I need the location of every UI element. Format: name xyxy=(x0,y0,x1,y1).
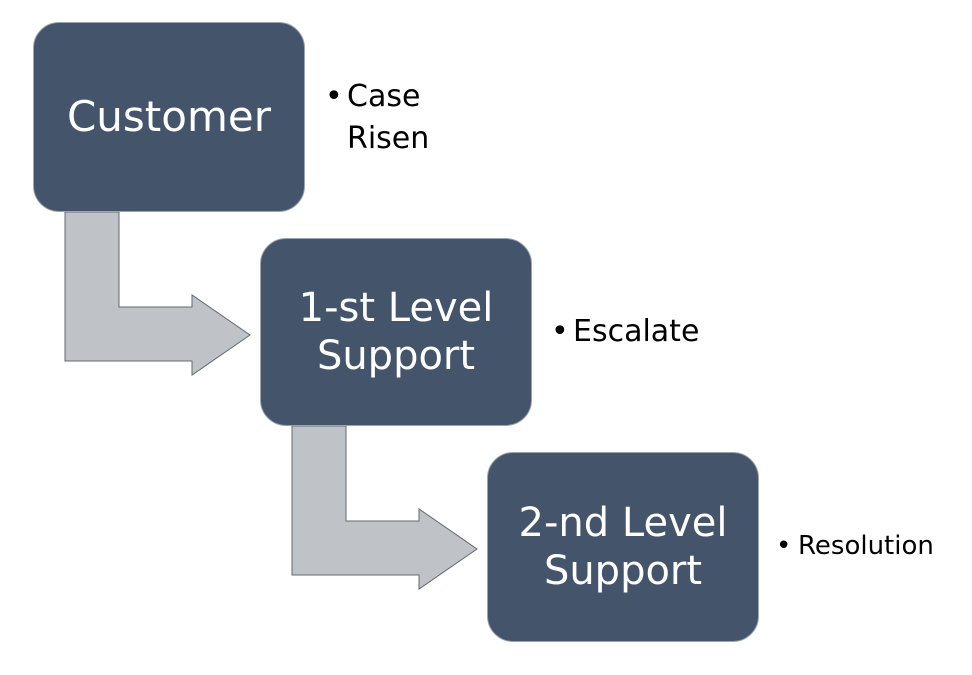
note-escalate: • Escalate xyxy=(551,314,699,350)
note-text: Case Risen xyxy=(347,79,430,156)
note-case-risen: • Case Risen xyxy=(325,76,429,160)
customer-box: Customer xyxy=(33,22,305,212)
first-level-support-label: 1-st Level Support xyxy=(298,285,494,379)
bent-arrow-2 xyxy=(291,425,478,590)
note-text: Resolution xyxy=(798,531,934,561)
first-level-support-box: 1-st Level Support xyxy=(260,238,532,426)
note-resolution: • Resolution xyxy=(776,531,934,562)
note-text: Escalate xyxy=(573,314,700,349)
bullet-point: • xyxy=(325,79,343,114)
customer-label: Customer xyxy=(66,91,271,141)
second-level-support-label: 2-nd Level Support xyxy=(518,500,728,594)
bullet-point: • xyxy=(551,314,569,349)
second-level-support-box: 2-nd Level Support xyxy=(487,452,759,642)
bent-arrow-1 xyxy=(64,211,251,376)
bullet-point: • xyxy=(776,531,792,561)
